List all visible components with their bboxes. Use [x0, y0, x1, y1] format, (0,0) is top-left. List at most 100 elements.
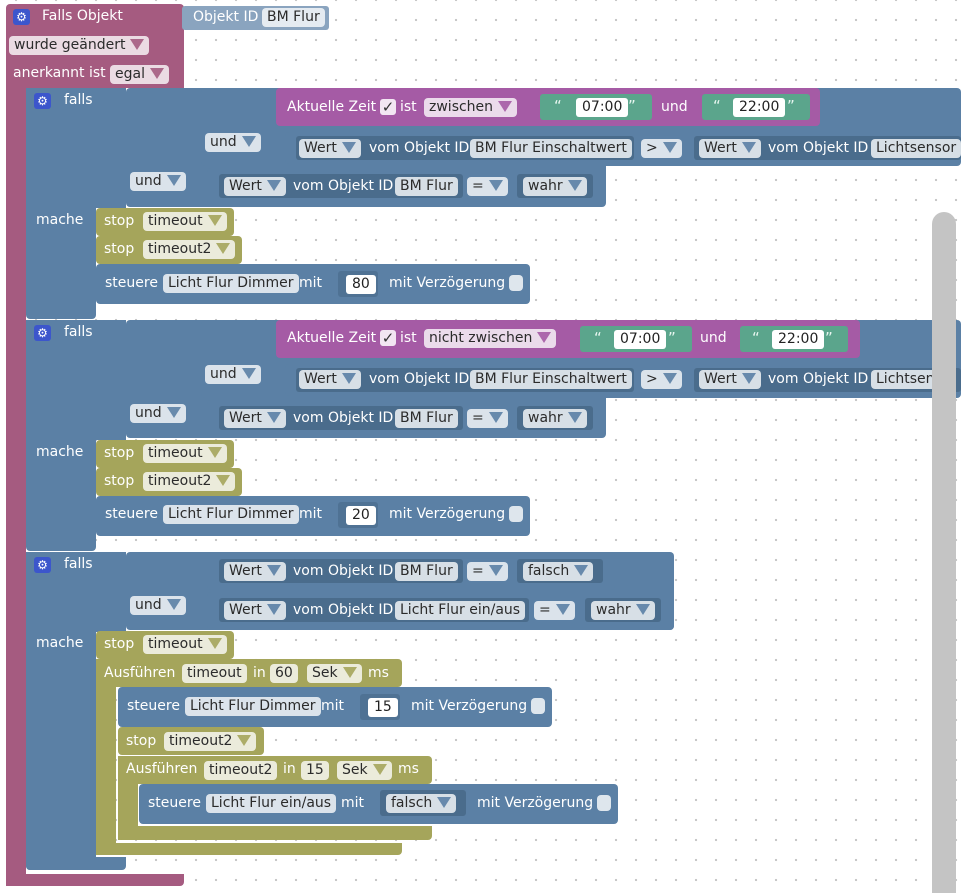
wert-dropdown[interactable]: Wert — [699, 139, 761, 158]
timer-dropdown[interactable]: timeout2 — [143, 240, 236, 259]
dropdown-arrow-icon — [149, 68, 164, 79]
and-dropdown[interactable]: und — [130, 404, 186, 423]
object-field[interactable]: BM Flur — [395, 177, 458, 196]
delay-checkbox[interactable] — [597, 795, 611, 811]
dropdown-arrow-icon — [372, 764, 387, 775]
object-field[interactable]: Licht Flur ein/aus — [206, 794, 337, 813]
dropdown-arrow-icon — [207, 215, 222, 226]
timer-dropdown[interactable]: timeout — [143, 444, 227, 463]
time-op-dropdown[interactable]: nicht zwischen — [424, 329, 557, 348]
wert-dropdown[interactable]: Wert — [299, 139, 361, 158]
dropdown-arrow-icon — [488, 412, 503, 423]
dropdown-arrow-icon — [266, 565, 281, 576]
ms-label: ms — [368, 665, 389, 681]
object-id-label: Objekt ID — [193, 9, 259, 25]
boolean-dropdown[interactable]: wahr — [523, 177, 587, 196]
operator-dropdown[interactable]: > — [641, 370, 682, 389]
event-mode-dropdown[interactable]: wurde geändert — [9, 36, 150, 55]
object-field[interactable]: BM Flur Einschaltwert — [470, 370, 632, 389]
number-field[interactable]: 15 — [368, 698, 398, 717]
time-field[interactable]: 07:00 — [614, 330, 667, 349]
number-field[interactable]: 20 — [346, 506, 376, 525]
ist-label: ist — [400, 99, 417, 115]
event-title: Falls Objekt — [42, 8, 123, 24]
delay-checkbox[interactable] — [509, 506, 523, 522]
object-field[interactable]: BM Flur — [395, 562, 458, 581]
object-id-field[interactable]: BM Flur — [262, 8, 325, 27]
run-label: Ausführen — [104, 665, 176, 681]
timer-unit-dropdown[interactable]: Sek — [307, 664, 362, 683]
object-field[interactable]: Lichtsen — [871, 370, 940, 389]
mit-label: mit — [299, 506, 323, 522]
timer-name-field[interactable]: timeout2 — [204, 761, 278, 780]
vom-objekt-label: vom Objekt ID — [369, 371, 470, 387]
delay-label: mit Verzögerung — [389, 275, 506, 291]
timer-dropdown[interactable]: timeout2 — [143, 472, 236, 491]
delay-checkbox[interactable] — [509, 275, 523, 291]
delay-checkbox[interactable] — [531, 698, 545, 714]
wert-dropdown[interactable]: Wert — [224, 601, 286, 620]
and-dropdown[interactable]: und — [130, 172, 186, 191]
wert-dropdown[interactable]: Wert — [299, 370, 361, 389]
time-field[interactable]: 07:00 — [576, 98, 629, 117]
gear-icon[interactable]: ⚙ — [34, 93, 51, 109]
object-field[interactable]: BM Flur Einschaltwert — [470, 139, 632, 158]
timer-name-field[interactable]: timeout — [182, 664, 247, 683]
boolean-dropdown[interactable]: wahr — [591, 601, 655, 620]
ack-dropdown[interactable]: egal — [110, 65, 169, 84]
timer-dropdown[interactable]: timeout2 — [164, 732, 257, 751]
quote-close-icon: ” — [825, 329, 833, 347]
wert-dropdown[interactable]: Wert — [224, 409, 286, 428]
vertical-scrollbar[interactable] — [932, 212, 956, 893]
and-text: und — [661, 99, 688, 115]
boolean-dropdown[interactable]: falsch — [523, 562, 594, 581]
dropdown-arrow-icon — [662, 373, 677, 384]
operator-dropdown[interactable]: = — [467, 562, 508, 581]
number-field[interactable]: 80 — [346, 275, 376, 294]
timer-dropdown[interactable]: timeout — [143, 212, 227, 231]
and-dropdown[interactable]: und — [205, 133, 261, 152]
and-dropdown[interactable]: und — [130, 596, 186, 615]
gear-icon[interactable]: ⚙ — [34, 325, 51, 341]
and-dropdown[interactable]: und — [205, 365, 261, 384]
timer-value-field[interactable]: 15 — [301, 761, 329, 780]
wert-dropdown[interactable]: Wert — [699, 370, 761, 389]
object-field[interactable]: Licht Flur Dimmer — [163, 505, 299, 524]
timer-dropdown[interactable]: timeout — [143, 635, 227, 654]
wert-dropdown[interactable]: Wert — [224, 562, 286, 581]
operator-dropdown[interactable]: = — [534, 601, 575, 620]
checkmark-icon[interactable]: ✓ — [380, 98, 396, 116]
timer-unit-dropdown[interactable]: Sek — [337, 761, 392, 780]
object-field[interactable]: Licht Flur Dimmer — [185, 697, 321, 716]
gear-icon[interactable]: ⚙ — [13, 9, 30, 25]
gear-icon[interactable]: ⚙ — [34, 557, 51, 573]
object-field[interactable]: BM Flur — [395, 409, 458, 428]
steuere-label: steuere — [105, 275, 158, 291]
if-label: falls — [64, 324, 93, 340]
do-label: mache — [36, 635, 84, 651]
object-field[interactable]: Licht Flur ein/aus — [395, 601, 526, 620]
dropdown-arrow-icon — [662, 142, 677, 153]
time-field[interactable]: 22:00 — [733, 98, 786, 117]
quote-open-icon: “ — [752, 329, 760, 347]
operator-dropdown[interactable]: > — [641, 139, 682, 158]
dropdown-arrow-icon — [266, 180, 281, 191]
dropdown-arrow-icon — [237, 735, 252, 746]
stop-label: stop — [104, 213, 135, 229]
wert-dropdown[interactable]: Wert — [224, 177, 286, 196]
object-field[interactable]: Lichtsensor — [871, 139, 962, 158]
operator-dropdown[interactable]: = — [467, 177, 508, 196]
object-field[interactable]: Licht Flur Dimmer — [163, 274, 299, 293]
dropdown-arrow-icon — [207, 638, 222, 649]
time-field[interactable]: 22:00 — [772, 330, 825, 349]
time-op-dropdown[interactable]: zwischen — [424, 98, 518, 117]
timer-value-field[interactable]: 60 — [270, 664, 298, 683]
boolean-dropdown[interactable]: falsch — [386, 794, 457, 813]
checkmark-icon[interactable]: ✓ — [380, 329, 396, 347]
vom-objekt-label: vom Objekt ID — [293, 410, 394, 426]
operator-dropdown[interactable]: = — [467, 409, 508, 428]
vom-objekt-label: vom Objekt ID — [293, 178, 394, 194]
do-label: mache — [36, 212, 84, 228]
boolean-dropdown[interactable]: wahr — [523, 409, 587, 428]
